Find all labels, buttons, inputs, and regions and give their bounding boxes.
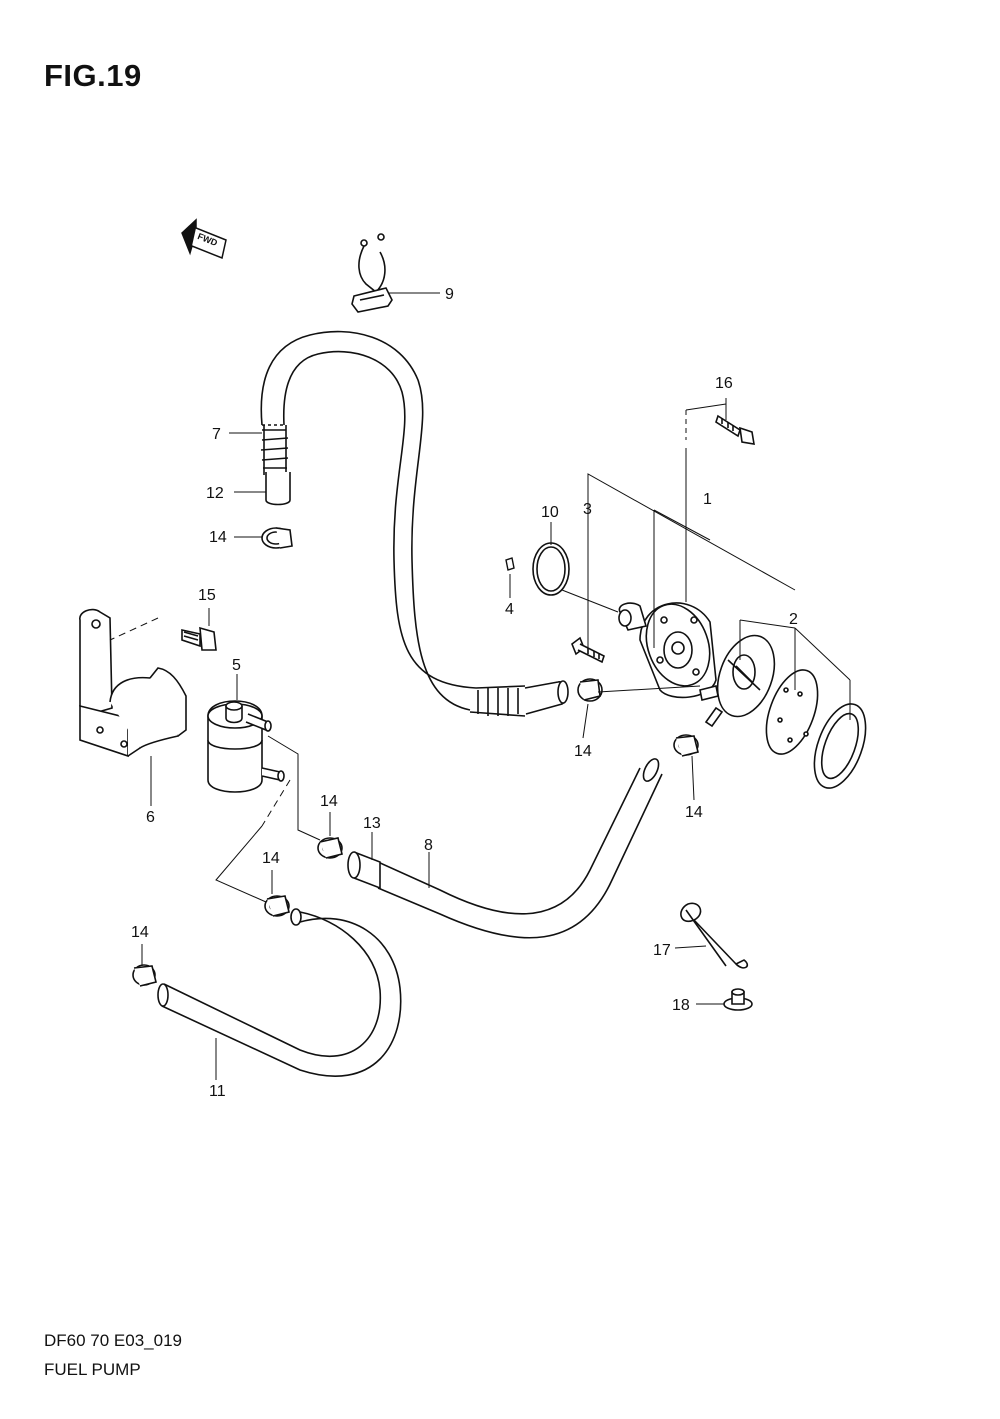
- forward-arrow-icon: FWD: [181, 218, 227, 260]
- callout-14: 14: [262, 850, 280, 867]
- fuel-hose-part-8: [377, 758, 663, 939]
- pipe-part-12: [265, 472, 569, 715]
- bolt-part-15: [181, 626, 217, 651]
- callout-10: 10: [541, 504, 559, 521]
- callout-6: 6: [146, 809, 155, 826]
- fuel-filter-part-5: [207, 700, 285, 793]
- hose-clamp-part-14c: [673, 734, 699, 757]
- callout-14: 14: [320, 793, 338, 810]
- callout-2: 2: [789, 611, 798, 628]
- callout-14: 14: [685, 804, 703, 821]
- hose-clip-part-9: [351, 233, 393, 313]
- callout-18: 18: [672, 997, 690, 1014]
- callout-14: 14: [209, 529, 227, 546]
- callout-1: 1: [703, 491, 712, 508]
- spring-part-17: [680, 902, 749, 969]
- callout-3: 3: [583, 501, 592, 518]
- filter-bracket-part-6: [79, 608, 187, 758]
- hose-clamp-part-14f: [132, 964, 157, 987]
- callout-9: 9: [445, 286, 454, 303]
- o-ring-part-10: [532, 542, 570, 596]
- callout-4: 4: [505, 601, 514, 618]
- grommet-part-18: [723, 988, 753, 1011]
- callout-8: 8: [424, 837, 433, 854]
- callout-16: 16: [715, 375, 733, 392]
- hose-clamp-part-14d: [317, 837, 343, 859]
- callout-14: 14: [131, 924, 149, 941]
- callout-15: 15: [198, 587, 216, 604]
- figure-title: FIG.19: [44, 58, 142, 93]
- callout-14: 14: [574, 743, 592, 760]
- callout-13: 13: [363, 815, 381, 832]
- screw-part-3: [571, 636, 605, 664]
- callout-7: 7: [212, 426, 221, 443]
- callout-numbers: 1 2 3 4 5 6 7 8 9 10 11 12 13 14 14 14 1…: [131, 286, 798, 1100]
- fuel-hose-part-7: [260, 330, 526, 717]
- leader-lines: [109, 292, 851, 1080]
- hose-clamp-part-14e: [264, 895, 290, 917]
- pin-part-4: [505, 557, 515, 571]
- diagram-code: DF60 70 E03_019: [44, 1331, 182, 1350]
- callout-12: 12: [206, 485, 224, 502]
- fuel-hose-part-11: [157, 908, 402, 1077]
- pipe-part-13: [347, 851, 381, 890]
- fuel-pump-assembly: [618, 602, 867, 789]
- callout-17: 17: [653, 942, 671, 959]
- callout-11: 11: [209, 1083, 226, 1100]
- diagram-name: FUEL PUMP: [44, 1360, 141, 1379]
- hose-clamp-part-14b: [577, 678, 603, 702]
- callout-5: 5: [232, 657, 241, 674]
- bolt-part-16: [715, 414, 755, 445]
- hose-clamp-part-14a: [261, 527, 293, 549]
